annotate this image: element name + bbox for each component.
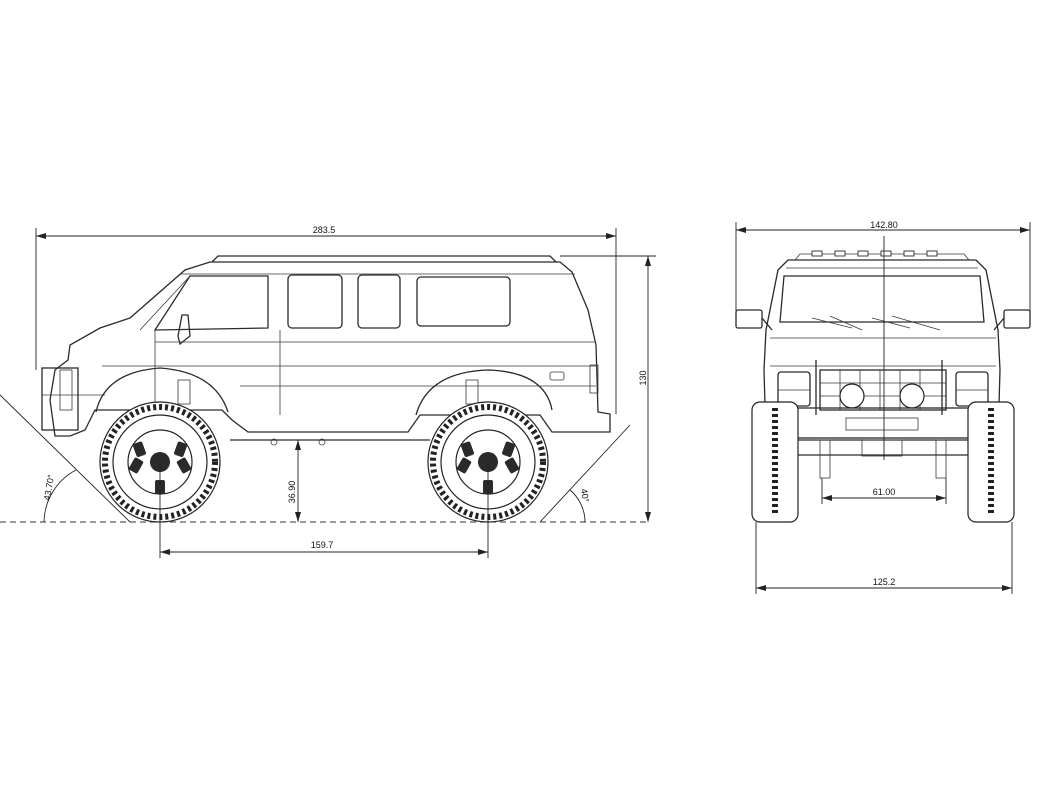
front-side-window <box>153 275 269 331</box>
right-fog-light <box>899 383 925 409</box>
windshield <box>779 275 985 323</box>
grille-slats <box>820 370 946 410</box>
license-plate <box>845 417 919 431</box>
side-window-3 <box>416 276 511 327</box>
approach-angle-line <box>0 394 131 523</box>
side-body-outline <box>49 261 611 437</box>
left-front-tire <box>751 401 799 523</box>
right-mirror-arm <box>993 317 1005 331</box>
left-mirror-arm <box>761 317 773 331</box>
rear-shock <box>465 379 479 405</box>
departure-angle-line <box>539 424 631 523</box>
side-window-1 <box>287 274 343 329</box>
side-window-2 <box>357 274 401 329</box>
axle-clearance-width-label: 61.00 <box>873 487 896 497</box>
tail-light <box>589 364 599 394</box>
side-mirror-icon <box>177 314 191 346</box>
right-front-tire <box>967 401 1015 523</box>
front-wheel-arch <box>95 367 229 413</box>
right-headlight <box>955 371 989 407</box>
side-view: 283.5 130 36.90 159.7 43.70° 40° <box>0 225 656 558</box>
bullbar-upright <box>59 369 73 411</box>
roof-rail <box>211 255 557 263</box>
a-pillar <box>139 275 191 331</box>
front-body-outline <box>763 259 1001 441</box>
side-marker <box>549 371 565 381</box>
track-width-label: 125.2 <box>873 577 896 587</box>
approach-angle-arc <box>43 469 77 523</box>
winch <box>861 439 903 457</box>
front-shock <box>177 379 191 405</box>
front-bumper <box>41 367 79 431</box>
skid-bolt <box>270 438 278 446</box>
skid-bolt <box>318 438 326 446</box>
approach-angle-label: 43.70° <box>42 473 56 501</box>
overall-height-label: 130 <box>638 370 648 385</box>
overall-length-label: 283.5 <box>313 225 336 235</box>
grille <box>819 369 947 411</box>
left-fog-light <box>839 383 865 409</box>
left-suspension-link <box>819 439 831 479</box>
wheelbase-label: 159.7 <box>311 540 334 550</box>
right-suspension-link <box>935 439 947 479</box>
wipers <box>811 315 941 331</box>
ground-clearance-label: 36.90 <box>287 481 297 504</box>
rear-wheel-arch <box>415 369 553 416</box>
front-view: 142.80 61.00 125.2 <box>735 220 1031 594</box>
right-mirror-icon <box>1003 309 1031 329</box>
departure-angle-label: 40° <box>579 488 591 504</box>
roof-lamps <box>811 250 938 257</box>
overall-width-label: 142.80 <box>870 220 898 230</box>
departure-angle-arc <box>569 489 586 523</box>
left-headlight <box>777 371 811 407</box>
left-mirror-icon <box>735 309 763 329</box>
